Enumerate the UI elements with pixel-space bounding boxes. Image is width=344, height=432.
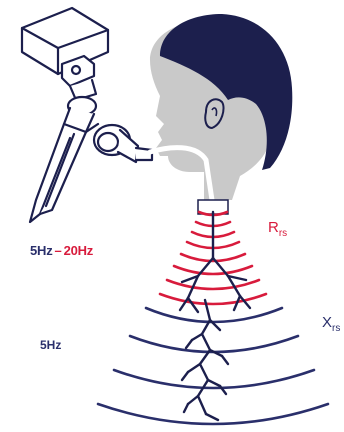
xrs-sub: rs: [332, 323, 340, 334]
freq-dash: –: [55, 243, 62, 258]
xrs-waves: [98, 308, 328, 424]
oscillometer-device: [22, 8, 152, 222]
rrs-sub: rs: [279, 228, 287, 239]
head-silhouette: [150, 14, 292, 214]
freq-low-text: 5Hz: [30, 243, 53, 258]
xrs-label: Xrs: [322, 314, 340, 334]
freq-high-text: 20Hz: [64, 243, 94, 258]
low-frequency-label: 5Hz: [40, 338, 61, 352]
frequency-range-label: 5Hz–20Hz: [30, 243, 93, 258]
rrs-main: R: [268, 219, 279, 236]
xrs-main: X: [322, 314, 332, 331]
rrs-label: Rrs: [268, 219, 287, 239]
